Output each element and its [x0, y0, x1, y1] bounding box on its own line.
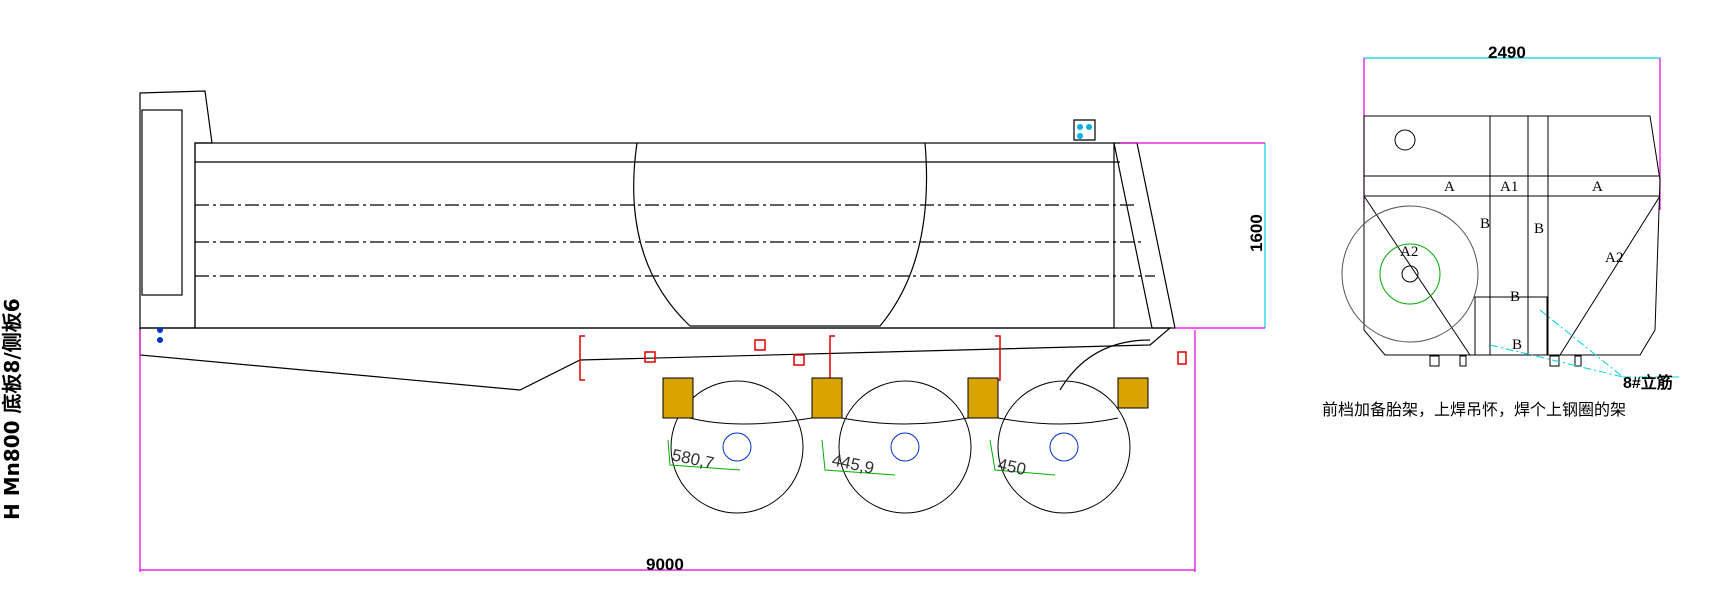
- callout-leaders: [1489, 309, 1680, 378]
- panel-label-b-2: B: [1534, 221, 1544, 237]
- wheel-2: [838, 380, 972, 514]
- wheel-1: [670, 380, 804, 514]
- tub-outline: [633, 142, 928, 327]
- tailgate: [1113, 142, 1176, 329]
- axle-dim-2: 445,9: [830, 450, 876, 477]
- dimension-lines: [139, 57, 1661, 572]
- length-dimension: 9000: [646, 555, 684, 574]
- panel-label-a2-right: A2: [1605, 250, 1623, 266]
- height-dimension: 1600: [1247, 214, 1266, 252]
- dump-body: [139, 90, 1176, 391]
- axle-dims: [667, 439, 1056, 476]
- body-box: [194, 142, 1115, 329]
- wheel-3: [997, 380, 1131, 514]
- panel-label-b-1: B: [1480, 216, 1490, 232]
- rear-view-note: 前档加备胎架，上焊吊怀，焊个上钢圈的架: [1322, 400, 1627, 419]
- panel-label-a1: A1: [1500, 179, 1518, 195]
- headboard: [139, 90, 213, 329]
- panel-label-a-left: A: [1444, 179, 1455, 195]
- hinge-markers: [157, 124, 1092, 343]
- hydraulic-cylinder: [141, 109, 183, 296]
- panel-label-a2-left: A2: [1400, 244, 1418, 260]
- hinge: [1073, 119, 1096, 141]
- width-dimension: 2490: [1488, 43, 1526, 62]
- panel-label-a-right: A: [1592, 179, 1603, 195]
- panel-label-b-3: B: [1510, 289, 1520, 305]
- rear-view: [1341, 115, 1661, 367]
- leaf-springs: [662, 377, 1149, 425]
- axle-dim-1: 580,7: [670, 445, 716, 472]
- stiffener-callout: 8#立筋: [1623, 373, 1673, 392]
- panel-label-b-4: B: [1512, 337, 1522, 353]
- axle-dim-3: 450: [996, 455, 1028, 479]
- wheels: [670, 380, 1131, 514]
